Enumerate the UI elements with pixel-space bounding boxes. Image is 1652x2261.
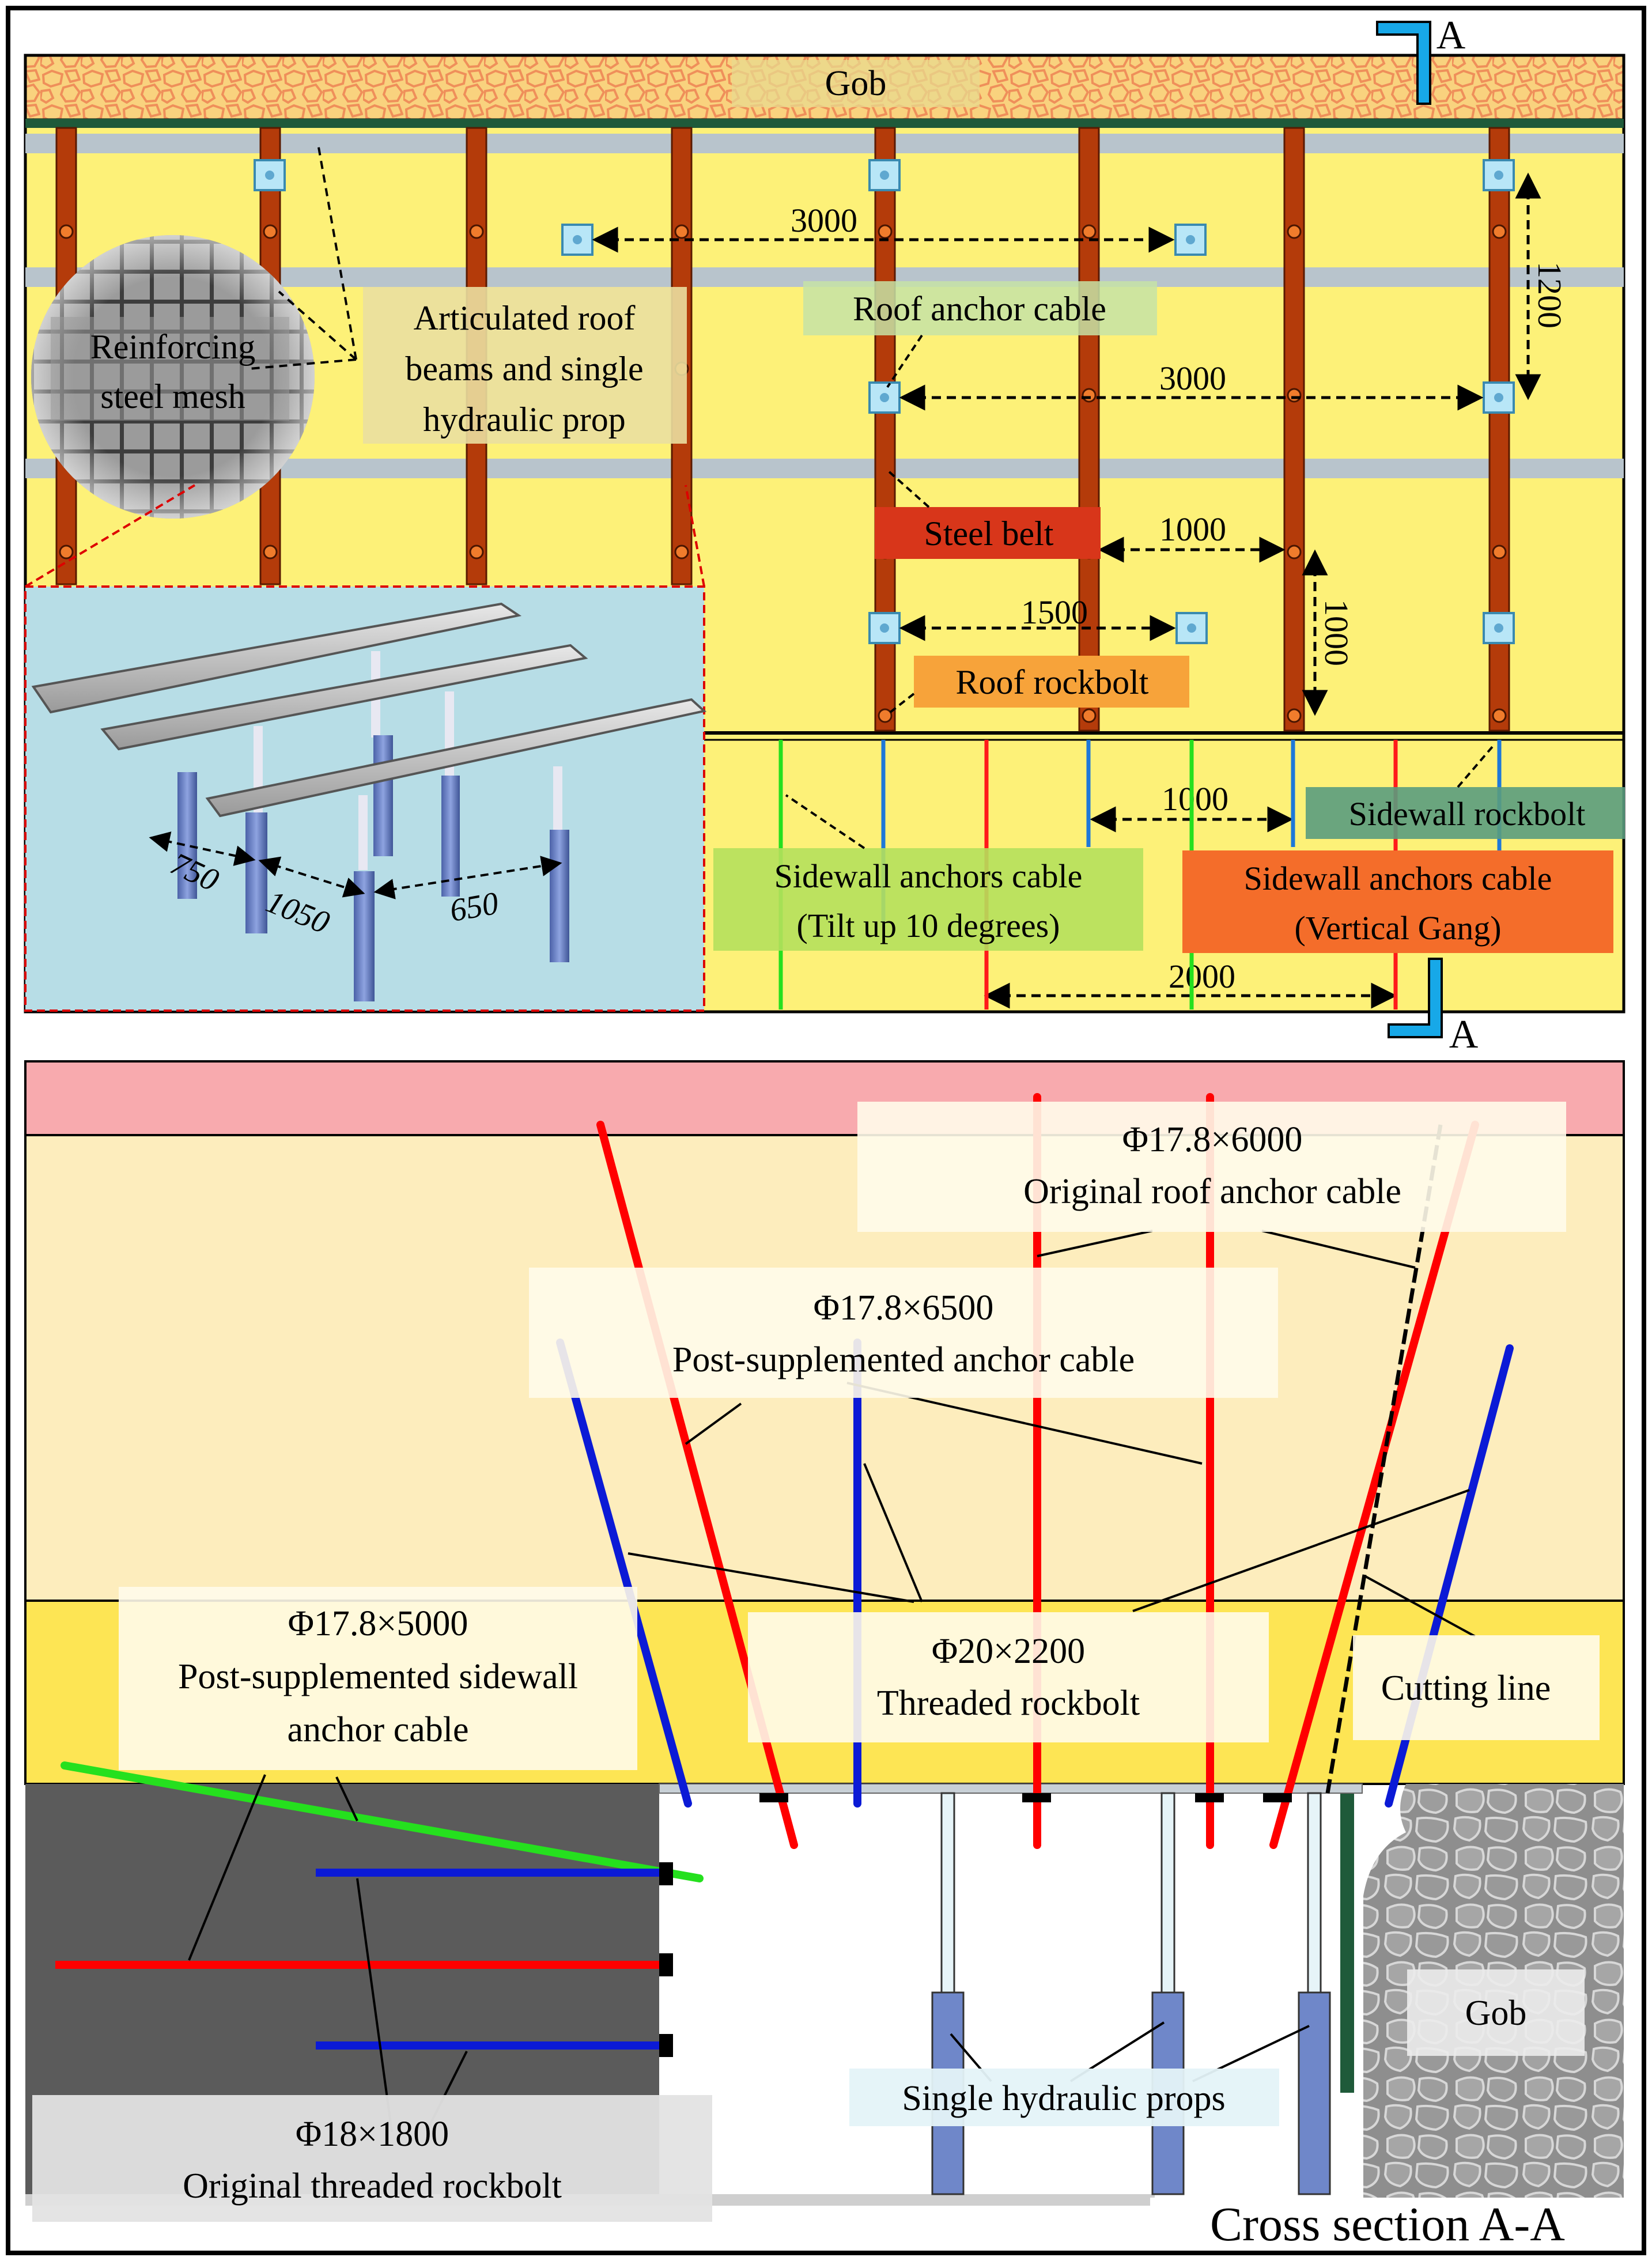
steel-belt-1: [25, 134, 1624, 153]
dim-1000c: 1000: [1162, 780, 1228, 818]
roof-rockbolt-label: Roof rockbolt: [956, 663, 1149, 701]
section-marker-bottom: A: [1388, 958, 1479, 1057]
cross-section-title: Cross section A-A: [1210, 2198, 1565, 2251]
dim-1000a: 1000: [1159, 511, 1226, 548]
beams-leaders: [248, 143, 357, 370]
sidewall-rockbolt-bg: [1306, 787, 1625, 839]
roof-anchor-cable-label: Roof anchor cable: [853, 290, 1106, 328]
sidewall-rockbolt-label: Sidewall rockbolt: [1349, 795, 1586, 833]
props-label: Single hydraulic props: [902, 2079, 1225, 2118]
section-marker-bottom-label: A: [1449, 1012, 1479, 1057]
mesh-detail: Reinforcing steel mesh: [31, 235, 315, 519]
sidewall-cable-bg: [119, 1587, 637, 1770]
inset-dim-650: 650: [447, 885, 501, 929]
roof-anchor-cable-bg: [803, 281, 1157, 335]
threaded-rockbolt-bg: [748, 1612, 1269, 1742]
post-cable-label-2: Post-supplemented anchor cable: [672, 1340, 1135, 1379]
beam: [1283, 127, 1305, 732]
gob-edge: [25, 119, 1624, 128]
sidewall-cable-label-2: Post-supplemented sidewall: [178, 1657, 578, 1696]
dim-3000a: 3000: [791, 202, 857, 239]
roadway-space: [659, 1784, 1362, 2199]
gob-label: Gob: [825, 64, 887, 103]
bolt-plates: [759, 1793, 1292, 1802]
roof-rockbolt-leader: [886, 693, 915, 716]
post-cable-label-1: Φ17.8×6500: [814, 1288, 994, 1328]
gob-cross-label-bg: [1407, 1969, 1585, 2056]
dim-3000b: 3000: [1159, 360, 1226, 397]
inset-beams: [31, 602, 707, 818]
steel-belt-leader: [886, 469, 930, 508]
sidewall-cable-tilt-bg: [713, 848, 1143, 951]
beams-label-1: Articulated roof: [414, 299, 636, 337]
steel-belt-bg: [875, 507, 1101, 559]
gob-cross-label: Gob: [1465, 1994, 1527, 2033]
cutting-line-bg: [1353, 1635, 1600, 1740]
dim-1200: 1200: [1531, 262, 1568, 328]
roof-rockbolt-bg: [914, 656, 1189, 708]
beams-label-2: beams and single: [405, 350, 643, 388]
cutting-line-label: Cutting line: [1381, 1669, 1551, 1708]
sidewall-cable-label-3: anchor cable: [288, 1710, 469, 1749]
top-view: Gob: [24, 13, 1625, 1057]
steel-belt-label: Steel belt: [924, 515, 1054, 553]
orig-rockbolt-bg: [32, 2095, 712, 2222]
orig-rockbolt-label-1: Φ18×1800: [296, 2115, 449, 2154]
roof-anchor-cable-leader: [886, 334, 923, 388]
threaded-rockbolt-label-2: Threaded rockbolt: [877, 1684, 1140, 1723]
roof-cable-label-bg: [857, 1102, 1566, 1232]
gob-wall: [1340, 1793, 1354, 2093]
dimension-lines: [592, 172, 1541, 1009]
sidewall-rockbolt-leader: [1457, 746, 1494, 788]
mesh-label-1: Reinforcing: [90, 328, 256, 366]
roof-steel-belt: [659, 1783, 1363, 1794]
cross-section-title-bg: [1150, 2198, 1626, 2251]
dim-2000: 2000: [1169, 958, 1235, 995]
sidewall-cable-vertical-2: (Vertical Gang): [1294, 909, 1501, 947]
sidewall-cable-tilt-leader: [785, 794, 865, 849]
gob-label-bg: [732, 60, 980, 107]
beam-prop-inset: 750 1050 650: [24, 484, 707, 1012]
roof-cable-label-1: Φ17.8×6000: [1122, 1120, 1303, 1159]
sidewall-plates: [659, 1862, 673, 2057]
steel-belt-3: [25, 459, 1624, 478]
beam: [1078, 127, 1100, 732]
beams-label: Articulated roof beams and single hydrau…: [363, 287, 687, 444]
dim-1500: 1500: [1021, 593, 1088, 631]
sidewall-cable-vertical-1: Sidewall anchors cable: [1244, 860, 1552, 897]
sidewall-cable-tilt-2: (Tilt up 10 degrees): [797, 907, 1060, 944]
beams-label-3: hydraulic prop: [423, 400, 626, 438]
sidewall-cable-vertical-bg: [1182, 850, 1613, 953]
orig-rockbolt-label-2: Original threaded rockbolt: [183, 2167, 562, 2206]
cross-section: Φ17.8×6000 Original roof anchor cable Φ1…: [24, 1060, 1626, 2251]
sidewall-cable-tilt-1: Sidewall anchors cable: [774, 857, 1083, 895]
sidewall-cable-label-1: Φ17.8×5000: [288, 1604, 468, 1643]
post-cable-label-bg: [529, 1268, 1278, 1398]
section-marker-top: A: [1376, 13, 1466, 105]
roof-cable-label-2: Original roof anchor cable: [1023, 1172, 1401, 1211]
props-label-bg: [849, 2069, 1279, 2126]
cutting-line: [1325, 1124, 1443, 1794]
mesh-label-2: steel mesh: [100, 377, 245, 415]
dim-1000b: 1000: [1318, 599, 1355, 666]
section-marker-top-label: A: [1436, 13, 1466, 58]
threaded-rockbolt-label-1: Φ20×2200: [932, 1632, 1085, 1671]
sidewall-cable-green: [61, 1761, 704, 1882]
